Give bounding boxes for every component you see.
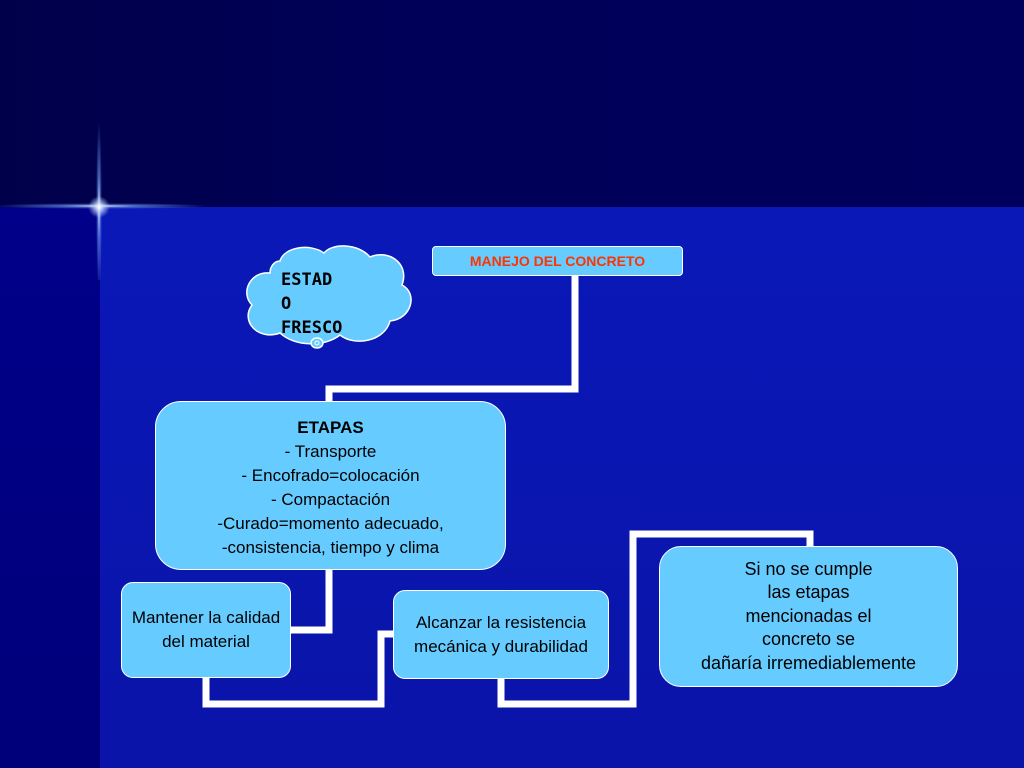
resistencia-line: mecánica y durabilidad — [414, 636, 588, 656]
cumple-line: Si no se cumple — [744, 558, 873, 579]
cumple-line: las etapas — [767, 582, 850, 603]
etapas-box: ETAPAS - Transporte - Encofrado=colocaci… — [155, 401, 506, 570]
etapas-title: ETAPAS — [297, 417, 364, 437]
etapas-line: -Curado=momento adecuado, — [217, 513, 444, 533]
etapas-line: - Compactación — [270, 489, 391, 509]
cumple-line: mencionadas el — [745, 605, 872, 626]
slide-top-band — [0, 0, 1024, 207]
slide-left-band — [0, 207, 100, 768]
connector-calidad-resistencia — [202, 630, 393, 708]
etapas-line: - Transporte — [284, 441, 377, 461]
cumple-line: dañaría irremediablemente — [700, 652, 917, 673]
resistencia-box: Alcanzar la resistencia mecánica y durab… — [393, 590, 609, 679]
cloud-label: ESTAD O FRESCO — [281, 270, 343, 338]
etapas-line: -consistencia, tiempo y clima — [221, 537, 440, 557]
resistencia-line: Alcanzar la resistencia — [415, 612, 587, 632]
cumple-box: Si no se cumple las etapas mencionadas e… — [659, 546, 958, 687]
calidad-box: Mantener la calidad del material — [121, 582, 291, 678]
etapas-line: - Encofrado=colocación — [241, 465, 420, 485]
connector-resistencia-cumple — [497, 530, 814, 708]
cumple-line: concreto se — [761, 629, 856, 650]
star-sparkle-icon — [88, 196, 110, 218]
root-label: MANEJO DEL CONCRETO — [469, 253, 646, 269]
root-box: MANEJO DEL CONCRETO — [432, 246, 683, 276]
thought-cloud — [246, 245, 412, 349]
calidad-line: Mantener la calidad — [131, 608, 281, 627]
connector-root-etapas — [325, 276, 579, 401]
calidad-line: del material — [162, 632, 250, 651]
connector-etapas-calidad — [291, 570, 333, 634]
